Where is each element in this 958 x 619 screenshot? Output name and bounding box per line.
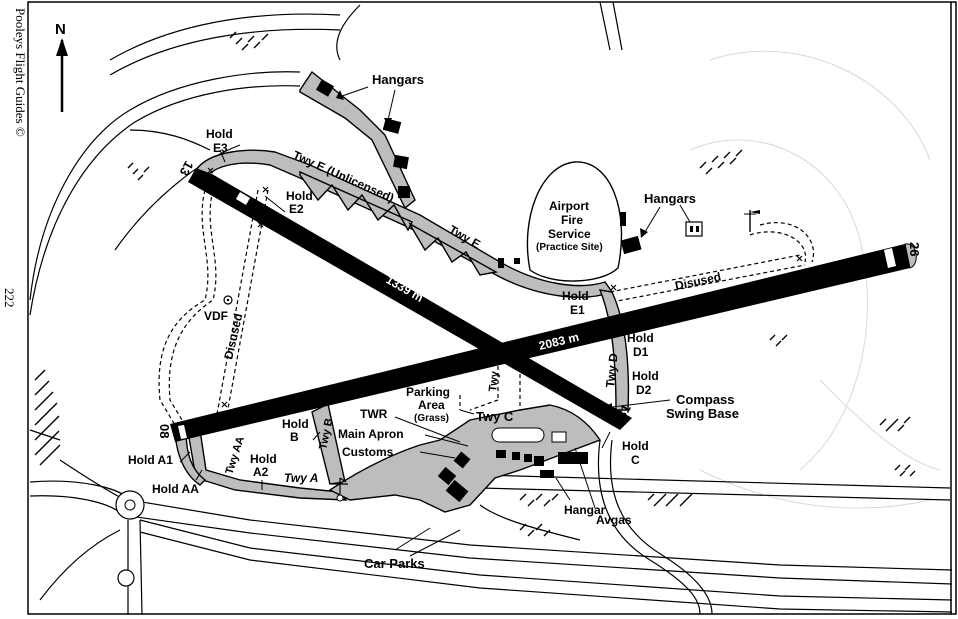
runway-08-26: [170, 243, 917, 442]
label-twy-c: Twy C: [476, 409, 514, 424]
label-twr: TWR: [360, 407, 388, 421]
label-hold-e2-line2: E2: [289, 202, 304, 216]
label-fire-3: Service: [548, 227, 591, 241]
label-fire-4: (Practice Site): [536, 242, 603, 253]
buildings: [315, 79, 703, 503]
page-number: 222: [2, 288, 17, 308]
windsock-icon: [744, 210, 760, 232]
label-hold-aa: Hold AA: [152, 482, 199, 496]
label-rwy-31: 31: [614, 401, 634, 421]
roundabout-west-inner: [124, 499, 136, 511]
roundabout-south: [117, 569, 135, 587]
label-hold-a2-line2: A2: [253, 465, 269, 479]
label-fire-2: Fire: [561, 213, 583, 227]
label-hangars-north: Hangars: [372, 72, 424, 87]
apron-marking: [491, 427, 545, 443]
faint-contours: [689, 50, 941, 509]
north-arrow: N: [55, 21, 68, 112]
label-car-parks: Car Parks: [364, 556, 425, 571]
vdf-dot: [226, 298, 230, 302]
hold-markers: [207, 167, 803, 408]
pointer-lines: [179, 86, 691, 557]
map-frame: [27, 1, 957, 615]
label-avgas: Avgas: [596, 513, 632, 527]
label-rwy-08: 08: [157, 424, 172, 438]
twy-c-grass: [459, 345, 521, 411]
label-hangars-east: Hangars: [644, 191, 696, 206]
label-rwy-13: 13: [177, 159, 197, 179]
label-hold-d1-line1: Hold: [627, 331, 654, 345]
apron-stand: [551, 431, 567, 443]
label-parking-2: Area: [418, 398, 445, 412]
label-hold-e1-line1: Hold: [562, 289, 589, 303]
label-twy-a: Twy A: [284, 471, 318, 485]
label-hold-e1-line2: E1: [570, 303, 585, 317]
label-twy-d: Twy D: [603, 352, 621, 388]
building-outline: [685, 221, 703, 237]
label-hold-b-line2: B: [290, 430, 299, 444]
hatched-areas: [34, 31, 916, 537]
label-rwy-26: 26: [907, 242, 922, 256]
label-hold-e3-line2: E3: [213, 141, 228, 155]
label-twy-vert: Twy: [487, 370, 501, 393]
label-customs: Customs: [342, 445, 394, 459]
label-vdf: VDF: [204, 309, 228, 323]
roads: [29, 1, 953, 615]
label-compass-line1: Compass: [676, 392, 735, 407]
label-compass-line2: Swing Base: [666, 406, 739, 421]
publisher-credit: Pooleys Flight Guides ©: [13, 8, 28, 137]
label-hold-d2-line1: Hold: [632, 369, 659, 383]
fire-service-site: [526, 161, 623, 282]
runway-13-31: [188, 168, 632, 430]
label-main-apron: Main Apron: [338, 427, 404, 441]
disused-taxiways: [158, 189, 815, 426]
label-hold-c-line2: C: [631, 453, 640, 467]
label-hold-b-line1: Hold: [282, 417, 309, 431]
label-hold-d1-line2: D1: [633, 345, 649, 359]
label-hold-c-line1: Hold: [622, 439, 649, 453]
north-label: N: [55, 21, 66, 38]
label-hold-a2-line1: Hold: [250, 452, 277, 466]
label-fire-1: Airport: [549, 199, 589, 213]
label-hold-e3-line1: Hold: [206, 127, 233, 141]
label-parking-3: (Grass): [414, 413, 449, 424]
label-hold-d2-line2: D2: [636, 383, 652, 397]
label-hangar: Hangar: [564, 503, 606, 517]
label-parking-1: Parking: [406, 385, 450, 399]
signal-square-icon: [332, 477, 348, 502]
label-hold-a1: Hold A1: [128, 453, 173, 467]
label-hold-e2-line1: Hold: [286, 189, 313, 203]
